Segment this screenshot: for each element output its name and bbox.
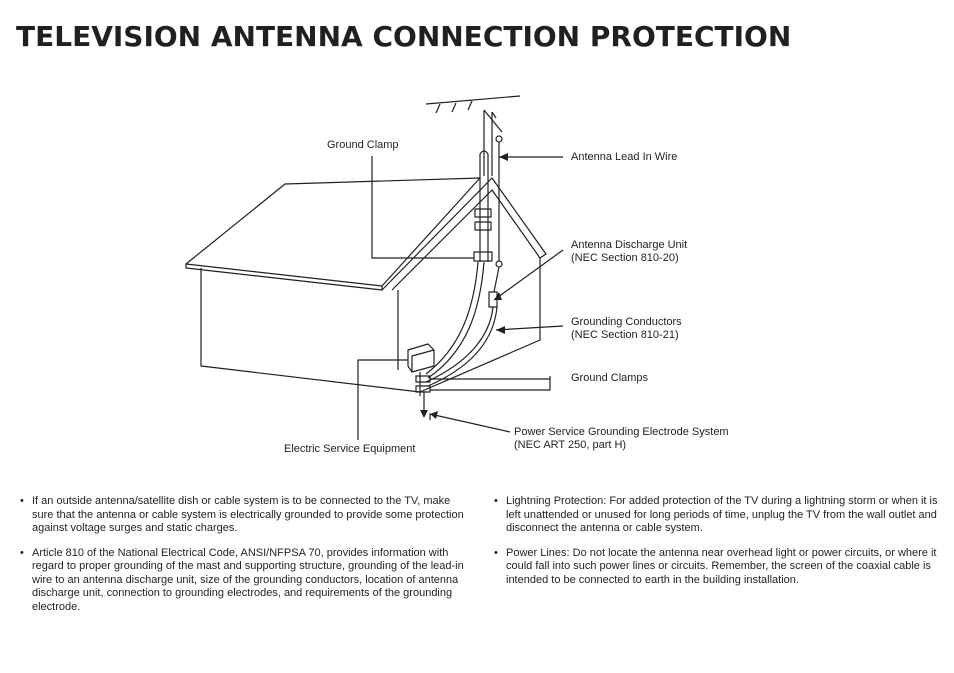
notes-left: • If an outside antenna/satellite dish o… — [20, 495, 465, 625]
page-title: TELEVISION ANTENNA CONNECTION PROTECTION — [16, 20, 792, 53]
note-lightning-text: Lightning Protection: For added protecti… — [506, 495, 938, 534]
label-ground-clamps: Ground Clamps — [571, 372, 649, 384]
mast-standoff — [474, 208, 492, 218]
note-article-810-text: Article 810 of the National Electrical C… — [32, 546, 464, 613]
label-discharge-unit-section: (NEC Section 810-20) — [571, 252, 679, 264]
label-grounding-conductors-section: (NEC Section 810-21) — [571, 329, 679, 341]
label-ground-clamp: Ground Clamp — [327, 139, 399, 151]
note-power-lines-text: Power Lines: Do not locate the antenna n… — [506, 546, 937, 586]
bullet-icon: • — [494, 495, 498, 507]
ground-clamp-lower — [415, 385, 431, 393]
electric-service-box — [407, 343, 435, 373]
roof-left — [185, 177, 481, 287]
mast-grounding-conductor — [425, 261, 479, 375]
label-antenna-lead: Antenna Lead In Wire — [571, 151, 677, 163]
leader-discharge-unit — [493, 249, 564, 301]
leader-ground-clamp — [371, 156, 474, 259]
label-grounding-conductors: Grounding Conductors — [571, 316, 682, 328]
bullet-icon: • — [20, 546, 24, 559]
grounding-conductor — [425, 306, 494, 383]
roof-gable — [381, 177, 547, 291]
leader-ground-clamps — [430, 376, 551, 391]
label-power-service-section: (NEC ART 250, part H) — [514, 439, 626, 451]
note-lightning: • Lightning Protection: For added protec… — [494, 495, 939, 536]
antenna-grounding-diagram: Ground Clamp Antenna Lead In Wire Antenn… — [185, 95, 729, 455]
label-electric-service: Electric Service Equipment — [284, 443, 415, 455]
label-discharge-unit: Antenna Discharge Unit — [571, 239, 687, 251]
antenna-elements — [425, 95, 521, 133]
leader-power-service — [429, 413, 511, 433]
note-grounding: • If an outside antenna/satellite dish o… — [20, 495, 465, 536]
bullet-icon: • — [20, 495, 24, 507]
label-power-service: Power Service Grounding Electrode System — [514, 426, 729, 438]
house-wall-right — [419, 258, 541, 393]
note-power-lines: • Power Lines: Do not locate the antenna… — [494, 547, 939, 588]
mast-ground-clamp — [473, 251, 493, 262]
house-wall-left — [200, 268, 421, 393]
bullet-icon: • — [494, 546, 498, 559]
leader-electric-service — [357, 359, 408, 440]
leader-grounding-conductors — [495, 325, 564, 331]
notes-right: • Lightning Protection: For added protec… — [494, 495, 939, 598]
note-article-810: • Article 810 of the National Electrical… — [20, 547, 465, 615]
note-grounding-text: If an outside antenna/satellite dish or … — [32, 495, 464, 534]
